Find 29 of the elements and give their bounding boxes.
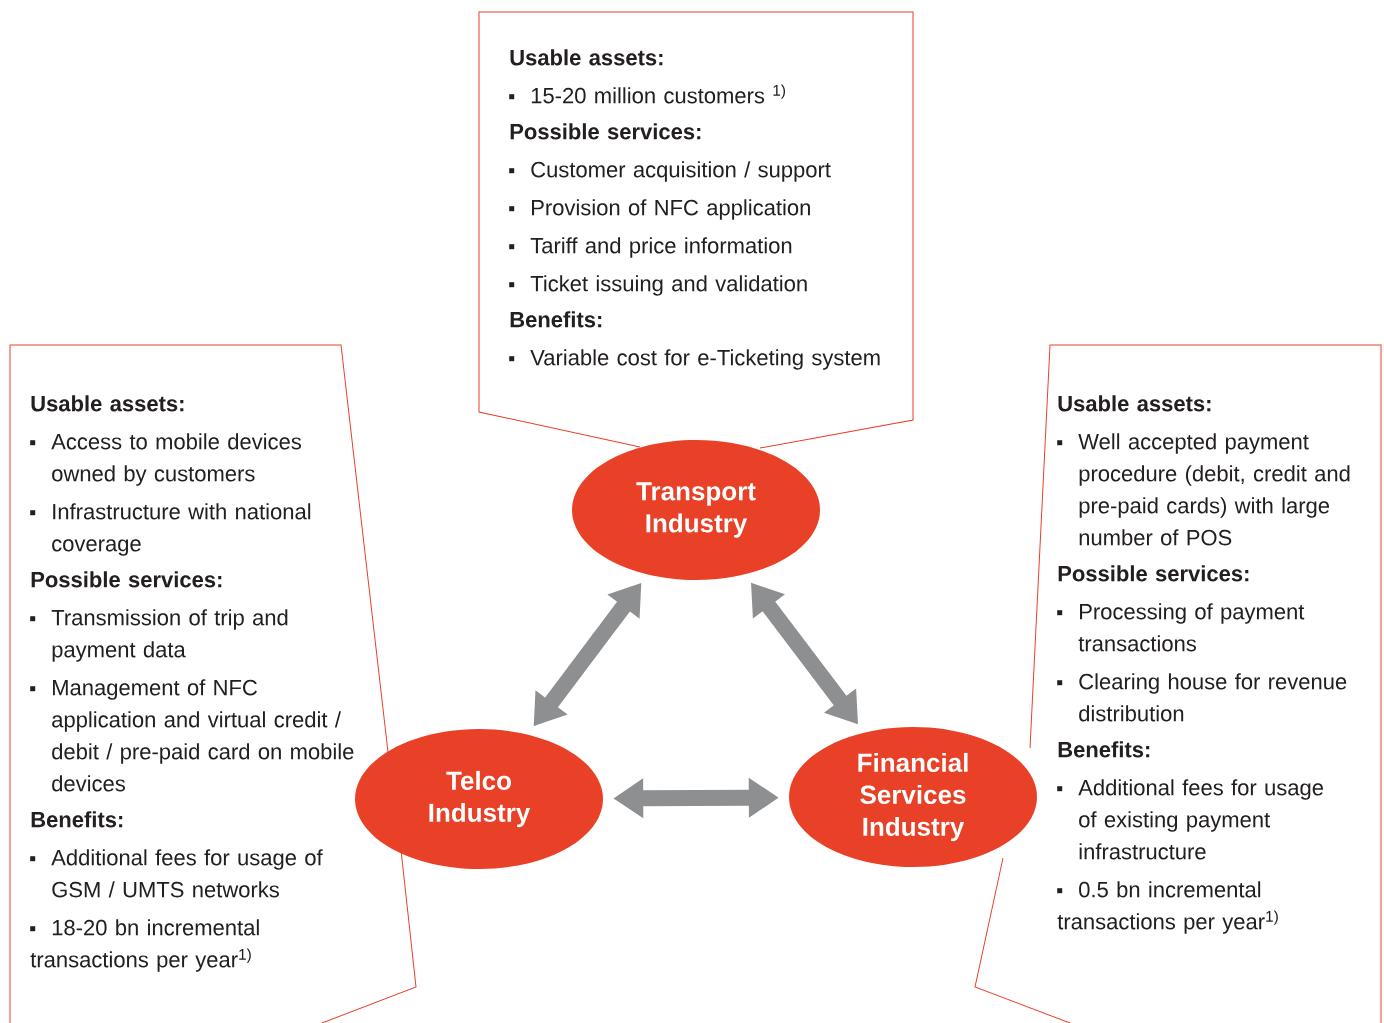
bullet-item: Transmission of trip and payment data bbox=[30, 609, 288, 662]
bullet-item: 18-20 bn incremental transactions per year$^{1)}$ bbox=[30, 919, 259, 972]
bullet-item: Processing of payment transactions bbox=[1057, 603, 1305, 652]
bullet-item: Clearing house for revenue distribution bbox=[1057, 673, 1347, 722]
bullet-item: 0.5 bn incremental transactions per year$^{1)}$ bbox=[1057, 881, 1278, 934]
callout-panel bbox=[9, 344, 417, 1023]
callout-panel bbox=[478, 11, 914, 449]
section-heading: Usable assets: bbox=[1058, 395, 1211, 412]
bullet-item: 15-20 million customers $^{1)}$ bbox=[509, 84, 785, 104]
section-heading: Usable assets: bbox=[31, 395, 184, 412]
bullet-item: Access to mobile devices owned by customers bbox=[30, 433, 301, 486]
bullet-item: Well accepted payment procedure (debit, credit and pre-paid cards) with large number of POS bbox=[1057, 433, 1350, 546]
bullet-item: Variable cost for e-Ticketing system bbox=[509, 349, 880, 370]
bullet-item: Additional fees for usage of GSM / UMTS networks bbox=[30, 849, 323, 898]
section-heading: Possible services: bbox=[1058, 565, 1249, 582]
bullet-item: Provision of NFC application bbox=[509, 199, 810, 220]
callout-panel bbox=[974, 344, 1382, 1023]
section-heading: Benefits: bbox=[510, 311, 602, 328]
bullet-item: Additional fees for usage of existing payment infrastructure bbox=[1057, 779, 1323, 860]
section-heading: Benefits: bbox=[31, 811, 123, 828]
bullet-item: Tariff and price information bbox=[509, 237, 792, 258]
bullet-item: Infrastructure with national coverage bbox=[30, 503, 311, 556]
bullet-item: Customer acquisition / support bbox=[509, 161, 831, 182]
section-heading: Possible services: bbox=[510, 123, 701, 140]
bullet-item: Management of NFC application and virtual credit / debit / pre-paid card on mobile devices bbox=[30, 679, 354, 792]
section-heading: Usable assets: bbox=[510, 49, 663, 66]
section-heading: Possible services: bbox=[31, 571, 222, 588]
section-heading: Benefits: bbox=[1058, 741, 1150, 758]
bullet-item: Ticket issuing and validation bbox=[509, 275, 807, 296]
